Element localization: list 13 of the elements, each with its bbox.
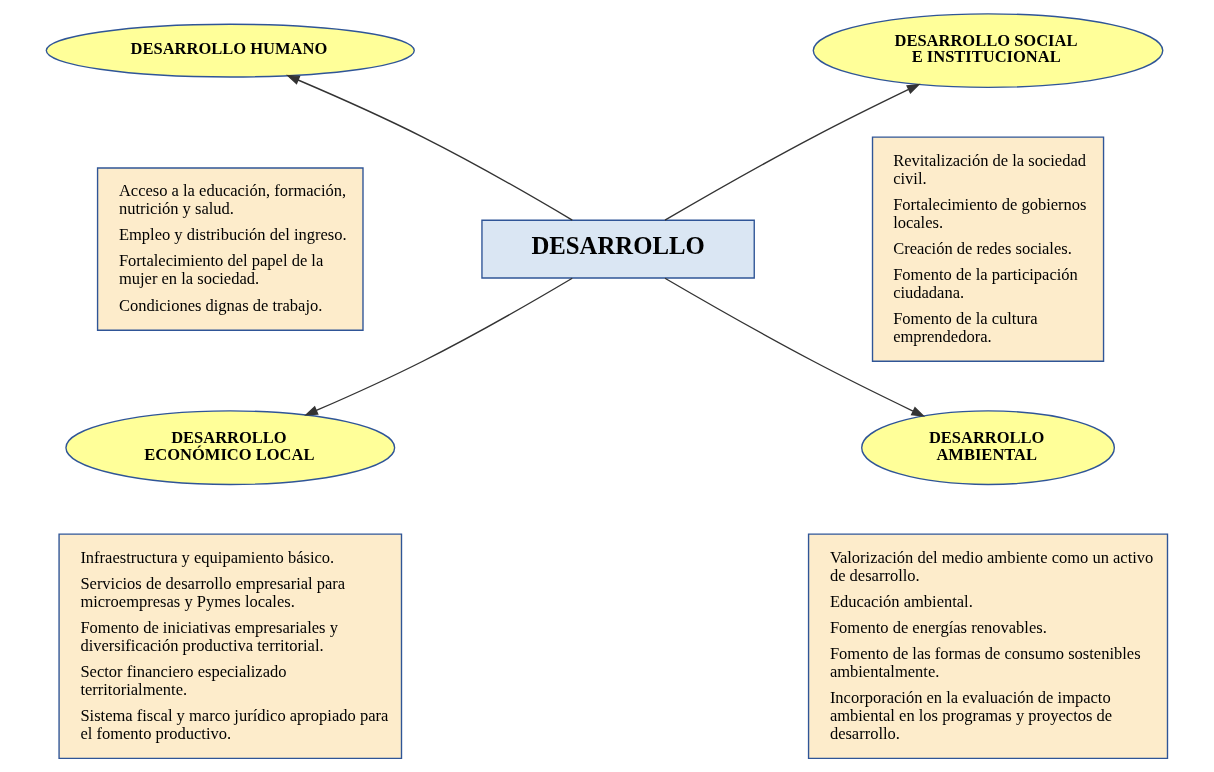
node-box: DESARROLLO <box>481 219 755 279</box>
node-ellipse: DESARROLLO ECONÓMICO LOCAL <box>65 410 396 486</box>
arrow <box>664 277 926 417</box>
arrow <box>664 83 921 221</box>
node-box: Revitalización de la sociedad civil. Fortalecimiento de gobiernos locales. Creación de redes sociales. Fomento de la participación ciudadana. Fomento de la cultura emprendedora. <box>871 136 1105 362</box>
arrow <box>285 74 573 221</box>
node-ellipse: DESARROLLO AMBIENTAL <box>861 410 1116 486</box>
node-box: Acceso a la educación, formación, nutrición y salud. Empleo y distribución del ingreso. Fortalecimiento del papel de la mujer en la sociedad. Condiciones dignas de trabajo. <box>96 167 364 331</box>
node-box: Infraestructura y equipamiento básico. Servicios de desarrollo empresarial para microempresas y Pymes locales. Fomento de iniciativas empresariales y diversificación productiva territorial. Sector financiero especializado territorialmente. Sistema fiscal y marco jurídico apropiado para el fomento productivo. <box>58 533 403 760</box>
arrow <box>304 277 573 416</box>
node-box: Valorización del medio ambiente como un activo de desarrollo. Educación ambiental. Fomento de energías renovables. Fomento de las formas de consumo sostenibles ambientalmente. Incorporación en la evaluación de impacto ambiental en los programas y proyectos de desarrollo. <box>807 533 1169 760</box>
node-ellipse: DESARROLLO SOCIAL E INSTITUCIONAL <box>812 13 1164 89</box>
node-ellipse: DESARROLLO HUMANO <box>45 23 415 78</box>
